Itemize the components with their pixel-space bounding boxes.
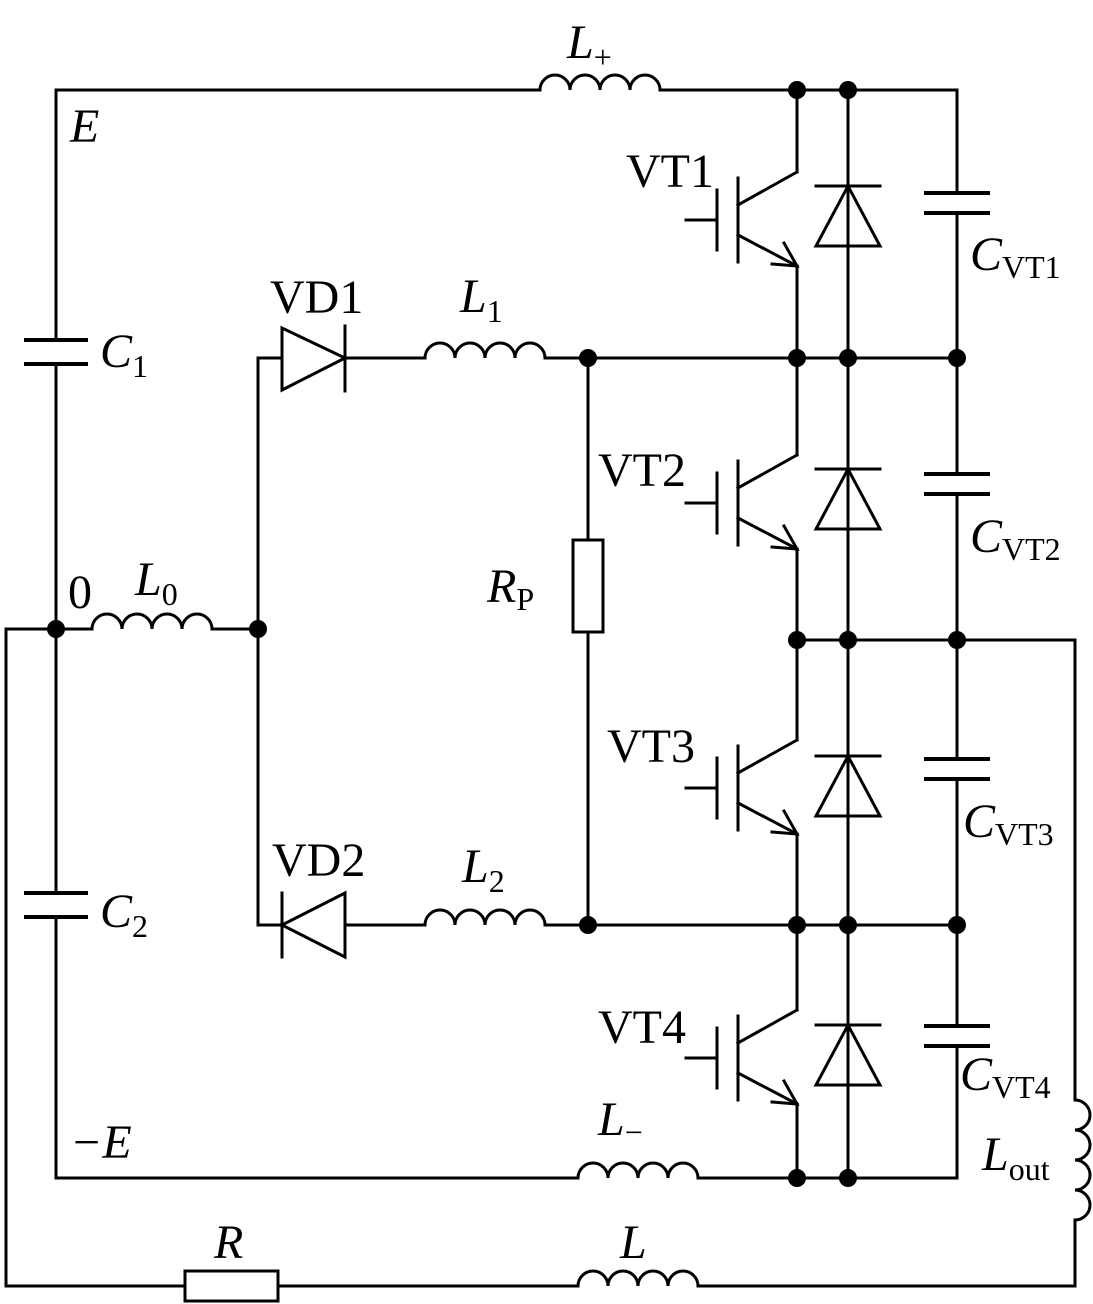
capacitors [24, 191, 990, 1048]
label-E: E [69, 100, 99, 153]
label-RP: RP [486, 560, 534, 617]
inductor-L1 [423, 341, 547, 360]
label-VT3: VT3 [607, 720, 695, 773]
label-VT4: VT4 [598, 1001, 686, 1054]
inductor-L2 [423, 908, 547, 927]
transistor-VT1 [684, 88, 800, 360]
resistor-R [183, 1269, 280, 1303]
label-Lminus: L− [597, 1093, 643, 1150]
diode-VD1 [280, 324, 349, 393]
inductor-L0 [90, 612, 214, 631]
label-R: R [213, 1216, 243, 1269]
freewheel-diode-2 [813, 465, 883, 531]
label-C2: C2 [100, 885, 148, 944]
inductor-Lplus [538, 73, 662, 92]
freewheel-diode-4 [813, 1021, 883, 1087]
label-L2: L2 [461, 840, 505, 899]
label-C1: C1 [100, 325, 148, 384]
label-L0: L0 [134, 553, 178, 612]
freewheel-diode-1 [813, 182, 883, 248]
resistors [183, 538, 605, 1303]
capacitor-CVT3 [924, 757, 990, 781]
transistor-VT4 [684, 923, 800, 1180]
label-CVT3: CVT3 [963, 795, 1054, 852]
transistor-VT3 [684, 638, 800, 927]
diodes-freewheel [813, 182, 883, 1087]
label-VT2: VT2 [598, 444, 686, 497]
label-VT1: VT1 [626, 145, 714, 198]
capacitor-CVT4 [924, 1024, 990, 1048]
capacitor-CVT2 [924, 472, 990, 496]
label-CVT4: CVT4 [960, 1048, 1051, 1105]
capacitor-C1 [24, 338, 88, 366]
capacitor-CVT1 [924, 191, 990, 215]
transistors [684, 88, 800, 1180]
label-VD2: VD2 [272, 834, 365, 887]
diodes-vd [278, 324, 349, 960]
label-L1: L1 [459, 270, 503, 329]
label-CVT2: CVT2 [970, 510, 1061, 567]
inductors [90, 73, 1092, 1288]
wires [4, 88, 1077, 1288]
label-minus-E: −E [70, 1116, 132, 1169]
inductor-Lminus [576, 1161, 700, 1180]
capacitor-C2 [24, 891, 88, 919]
label-Lout: Lout [981, 1128, 1050, 1187]
label-VD1: VD1 [270, 271, 363, 324]
label-CVT1: CVT1 [970, 228, 1061, 285]
inductor-Lout [1073, 1098, 1092, 1222]
resistor-RP [571, 538, 605, 634]
label-L: L [619, 1216, 647, 1269]
junctions [47, 81, 966, 1187]
transistor-VT2 [684, 356, 800, 642]
freewheel-diode-3 [813, 752, 883, 818]
diode-VD2 [278, 890, 347, 960]
inductor-L [576, 1269, 700, 1288]
label-node-0: 0 [68, 566, 92, 619]
label-Lplus: L+ [566, 16, 612, 75]
labels: E −E 0 L+ L0 L1 L2 L− Lout L R RP C1 C2 … [68, 16, 1061, 1269]
